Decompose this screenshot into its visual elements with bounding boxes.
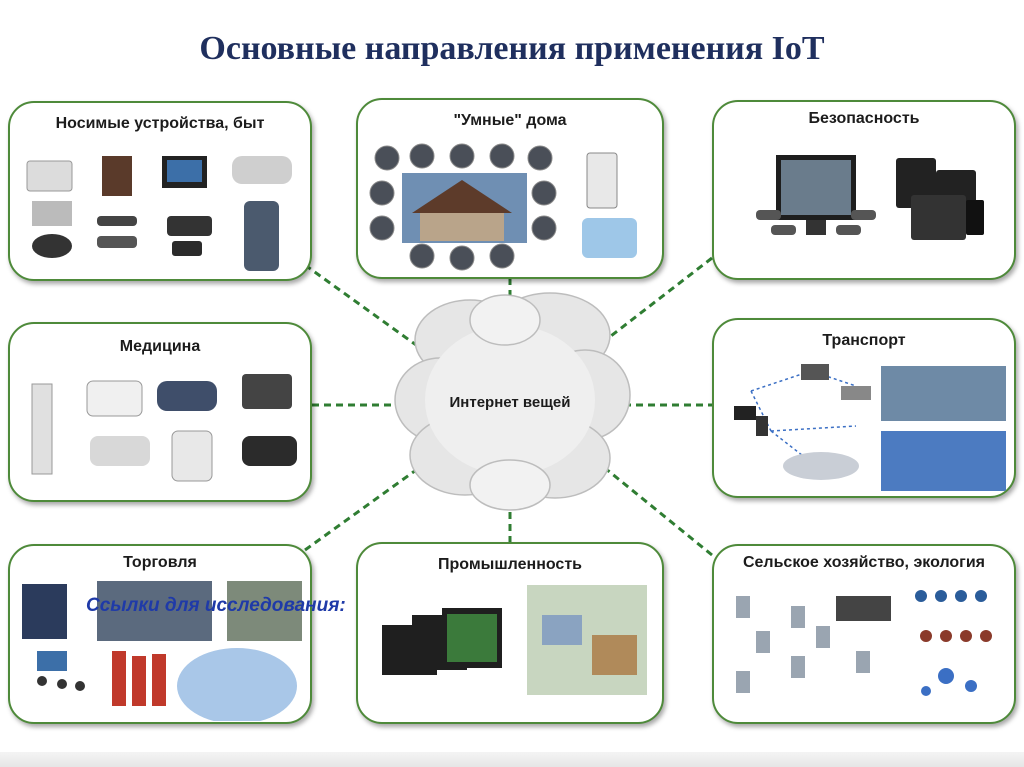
card-trade: Торговля (8, 544, 312, 724)
card-wearables: Носимые устройства, быт (8, 101, 312, 281)
connector-agro (595, 460, 712, 555)
card-wearables-label: Носимые устройства, быт (10, 115, 310, 133)
card-smart-home-label: "Умные" дома (358, 112, 662, 130)
industry-illustration (362, 580, 662, 720)
card-medicine: Медицина (8, 322, 312, 502)
card-transport-label: Транспорт (714, 332, 1014, 350)
medicine-illustration (12, 366, 312, 502)
card-transport: Транспорт (712, 318, 1016, 498)
security-illustration (716, 140, 1016, 280)
hub-label: Интернет вещей (410, 394, 610, 411)
card-industry-label: Промышленность (358, 556, 662, 574)
card-agro: Сельское хозяйство, экология (712, 544, 1016, 724)
card-medicine-label: Медицина (10, 338, 310, 356)
card-security-label: Безопасность (714, 110, 1014, 128)
card-smart-home: "Умные" дома (356, 98, 664, 279)
slide-bottom-shadow (0, 752, 1024, 767)
smart-home-illustration (362, 138, 662, 278)
wearables-illustration (12, 141, 312, 281)
research-links[interactable]: Ссылки для исследования: (86, 595, 346, 617)
card-agro-label: Сельское хозяйство, экология (714, 554, 1014, 572)
transport-illustration (716, 356, 1016, 496)
card-trade-label: Торговля (10, 554, 310, 572)
agro-illustration (716, 576, 1016, 721)
card-security: Безопасность (712, 100, 1016, 280)
card-industry: Промышленность (356, 542, 664, 724)
connector-trade (305, 460, 430, 550)
